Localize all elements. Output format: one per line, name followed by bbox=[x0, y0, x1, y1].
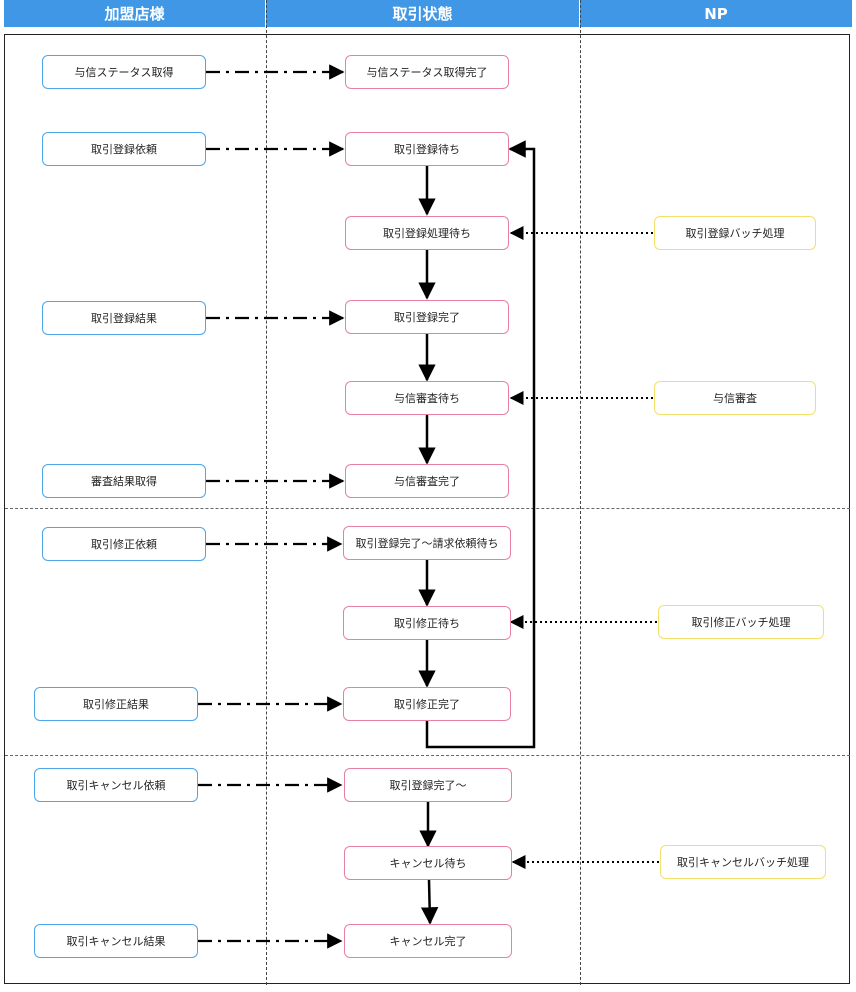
section-divider-2 bbox=[5, 755, 850, 756]
status-registered-billing-waiting: 取引登録完了～請求依頼待ち bbox=[343, 526, 511, 560]
np-cancel-batch: 取引キャンセルバッチ処理 bbox=[660, 845, 826, 879]
lane-divider-2 bbox=[580, 0, 581, 985]
status-modification-complete: 取引修正完了 bbox=[343, 687, 511, 721]
status-registration-processing: 取引登録処理待ち bbox=[345, 216, 509, 250]
header-np: NP bbox=[580, 0, 852, 27]
status-registration-complete: 取引登録完了 bbox=[345, 300, 509, 334]
status-registered: 取引登録完了～ bbox=[344, 768, 512, 802]
status-cancel-waiting: キャンセル待ち bbox=[344, 846, 512, 880]
status-credit-review-complete: 与信審査完了 bbox=[345, 464, 509, 498]
merchant-cancel-request: 取引キャンセル依頼 bbox=[34, 768, 198, 802]
np-modification-batch: 取引修正バッチ処理 bbox=[658, 605, 824, 639]
header-merchant: 加盟店様 bbox=[4, 0, 265, 27]
flow-8 bbox=[420, 879, 439, 925]
status-modification-waiting: 取引修正待ち bbox=[343, 606, 511, 640]
merchant-modification-request: 取引修正依頼 bbox=[42, 527, 206, 561]
merchant-credit-status: 与信ステータス取得 bbox=[42, 55, 206, 89]
diagram-frame bbox=[4, 34, 850, 984]
merchant-review-result: 審査結果取得 bbox=[42, 464, 206, 498]
status-cancel-complete: キャンセル完了 bbox=[344, 924, 512, 958]
np-registration-batch: 取引登録バッチ処理 bbox=[654, 216, 816, 250]
merchant-cancel-result: 取引キャンセル結果 bbox=[34, 924, 198, 958]
merchant-registration-result: 取引登録結果 bbox=[42, 301, 206, 335]
status-credit-review-waiting: 与信審査待ち bbox=[345, 381, 509, 415]
status-registration-waiting: 取引登録待ち bbox=[345, 132, 509, 166]
section-divider-1 bbox=[5, 508, 850, 509]
status-credit-status-complete: 与信ステータス取得完了 bbox=[345, 55, 509, 89]
np-credit-review: 与信審査 bbox=[654, 381, 816, 415]
lane-divider-1 bbox=[266, 0, 267, 985]
merchant-registration-request: 取引登録依頼 bbox=[42, 132, 206, 166]
merchant-modification-result: 取引修正結果 bbox=[34, 687, 198, 721]
flow-loop-back bbox=[425, 140, 536, 749]
header-transaction-status: 取引状態 bbox=[266, 0, 579, 27]
